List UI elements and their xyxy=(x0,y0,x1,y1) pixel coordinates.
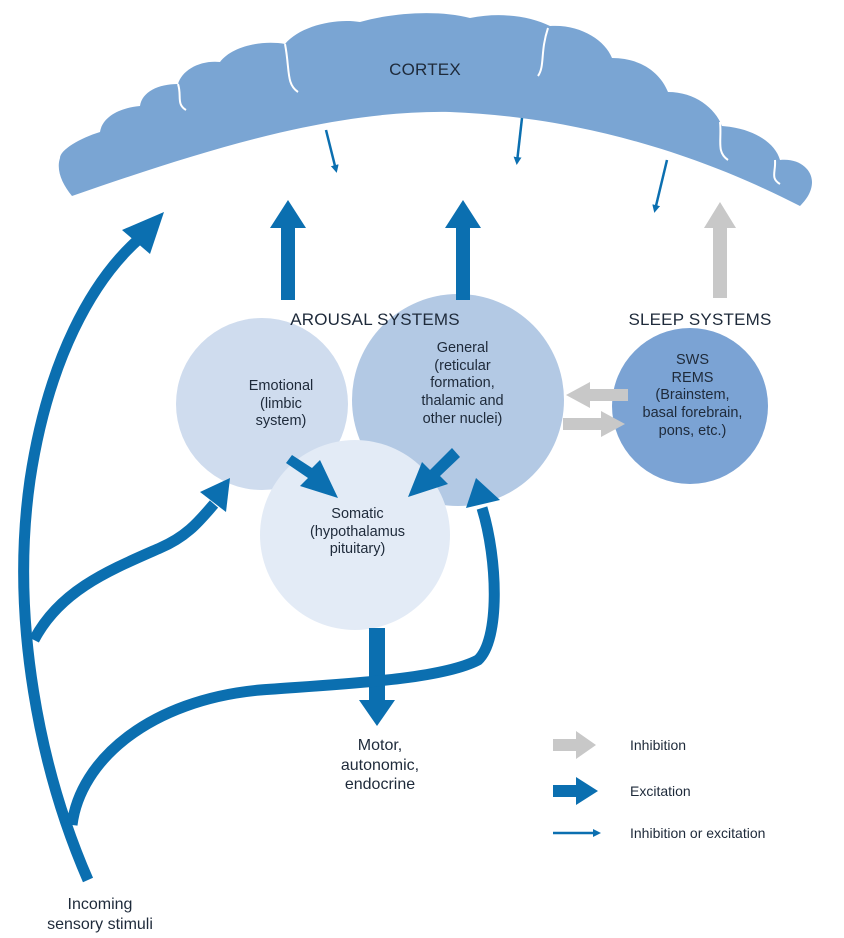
legend-either-label: Inhibition or excitation xyxy=(630,825,766,841)
cortex-label: CORTEX xyxy=(389,60,461,79)
cortex-down-arrow-3 xyxy=(652,159,669,213)
emotional-line-1: Emotional xyxy=(248,378,314,394)
sensory-somatic-arrowhead xyxy=(466,478,500,508)
sleep-circle xyxy=(612,328,768,484)
sleep-to-general-arrow xyxy=(566,382,628,408)
sleep-line-3: (Brainstem, xyxy=(655,387,730,404)
cortex-down-arrow-2 xyxy=(513,117,524,165)
emotional-circle xyxy=(176,318,348,490)
general-line-4: thalamic and xyxy=(421,393,504,410)
cortex-shape xyxy=(58,13,813,206)
output-line-3: endocrine xyxy=(344,776,416,794)
somatic-label: Somatic (hypothalamus pituitary) xyxy=(300,506,415,559)
emotional-to-somatic-arrow xyxy=(286,455,338,498)
input-line-2: sensory stimuli xyxy=(47,915,153,933)
input-line-1: Incoming xyxy=(67,896,133,913)
general-line-1: General xyxy=(436,340,489,356)
general-line-2: (reticular xyxy=(434,357,491,374)
arousal-up-arrow-2 xyxy=(445,200,481,300)
general-line-5: other nuclei) xyxy=(422,410,503,427)
sensory-emotional-arrowhead xyxy=(200,478,230,512)
general-to-somatic-arrow xyxy=(408,448,460,497)
somatic-line-3: pituitary) xyxy=(329,541,386,558)
output-label: Motor, autonomic, endocrine xyxy=(325,736,435,795)
sleep-line-2: REMS xyxy=(671,369,714,386)
legend-inhibition-label: Inhibition xyxy=(630,737,687,753)
cortex-down-arrow-1 xyxy=(324,129,339,173)
output-line-1: Motor, xyxy=(357,737,403,754)
sleep-label: SWS REMS (Brainstem, basal forebrain, po… xyxy=(630,352,755,440)
arousal-up-arrow-1 xyxy=(270,200,306,300)
sleep-line-4: basal forebrain, xyxy=(642,405,743,422)
legend-inhibition-arrow xyxy=(553,731,596,759)
input-label: Incoming sensory stimuli xyxy=(30,895,170,934)
sensory-cortex-arrowhead xyxy=(122,212,164,254)
emotional-label: Emotional (limbic system) xyxy=(236,378,326,431)
sensory-to-emotional-curve xyxy=(29,500,219,643)
sleep-systems-title: SLEEP SYSTEMS xyxy=(628,310,772,329)
emotional-line-2: (limbic xyxy=(260,395,302,412)
somatic-line-2: (hypothalamus xyxy=(309,523,406,540)
general-label: General (reticular formation, thalamic a… xyxy=(400,340,525,428)
sensory-to-somatic-curve xyxy=(66,506,500,826)
legend-excitation-label: Excitation xyxy=(630,783,691,799)
sleep-up-arrow xyxy=(704,202,736,298)
general-to-sleep-arrow xyxy=(563,411,625,437)
sensory-to-cortex-curve xyxy=(18,233,144,883)
legend-excitation-arrow xyxy=(553,777,598,805)
general-circle xyxy=(352,294,564,506)
emotional-line-3: system) xyxy=(255,413,307,430)
general-line-3: formation, xyxy=(430,375,495,392)
output-line-2: autonomic, xyxy=(340,756,420,774)
sleep-line-5: pons, etc.) xyxy=(658,422,727,439)
sleep-line-1: SWS xyxy=(675,352,710,368)
arousal-systems-title: AROUSAL SYSTEMS xyxy=(290,310,460,329)
somatic-line-1: Somatic xyxy=(331,506,384,522)
